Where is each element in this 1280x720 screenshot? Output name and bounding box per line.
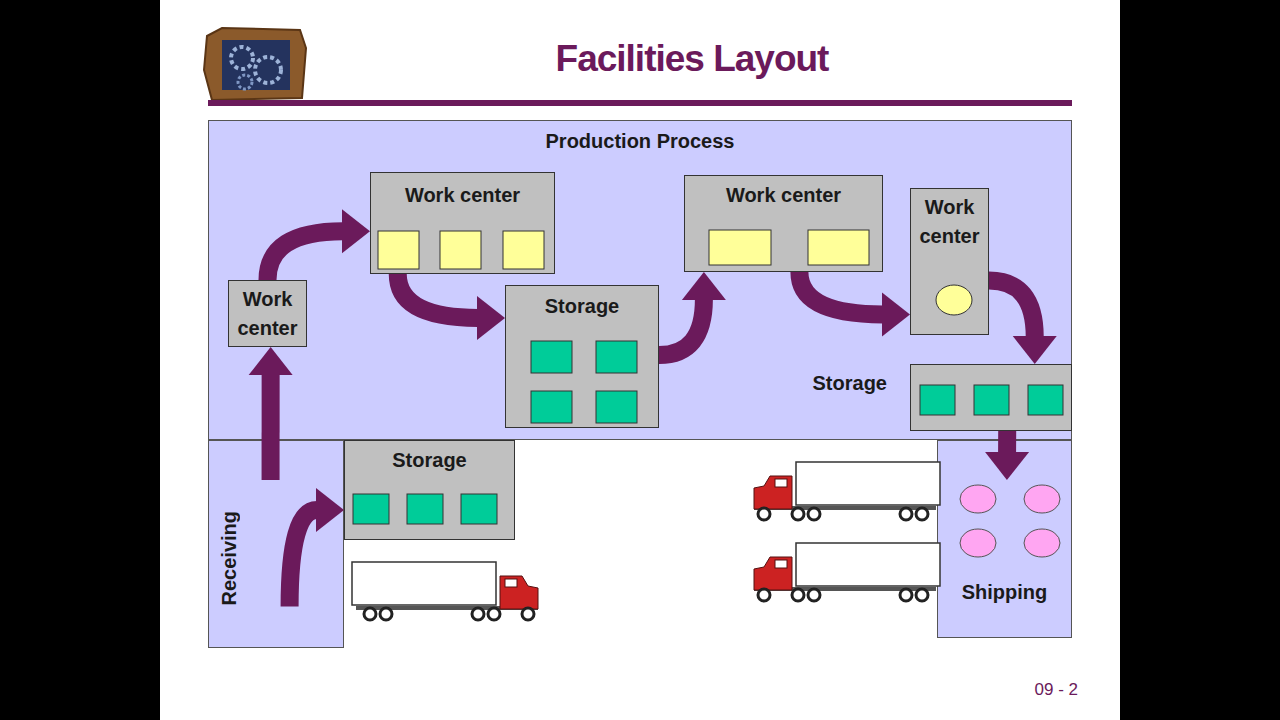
arrow-head: [985, 452, 1029, 480]
logo-panel: [222, 40, 290, 90]
node-label: Receiving: [217, 511, 241, 605]
arrow-head: [1013, 336, 1057, 364]
flow-arrow: [268, 209, 371, 280]
shipping-item: [960, 485, 996, 513]
node-label: Production Process: [209, 129, 1071, 153]
storage-bin: [920, 385, 955, 415]
logo-image: [204, 28, 306, 100]
machine-square: [440, 231, 481, 269]
storage-bin: [531, 341, 572, 373]
arrow-shaft: [659, 299, 704, 355]
storage-bin: [531, 391, 572, 423]
arrow-head: [249, 347, 293, 375]
node-label: Work center: [229, 285, 306, 343]
storage-bin: [596, 391, 637, 423]
shipping-area: Shipping: [937, 440, 1072, 638]
machine-square: [503, 231, 544, 269]
page-number: 09 - 2: [960, 680, 1078, 700]
node-label: Work center: [685, 183, 882, 207]
arrow-shaft: [262, 374, 280, 480]
flow-arrow: [290, 488, 344, 606]
machine-circle: [936, 285, 972, 315]
work-center-box: Work center: [910, 188, 989, 335]
machine-rect: [709, 230, 771, 265]
truck-icon: [352, 562, 538, 620]
storage-box: Storage: [505, 285, 659, 428]
truck-icon: [754, 543, 940, 601]
flow-arrow: [249, 347, 293, 480]
flow-arrow: [398, 274, 505, 340]
storage-bin: [407, 494, 443, 524]
node-label: Work center: [371, 183, 554, 207]
arrow-head: [882, 292, 910, 336]
shipping-item: [960, 529, 996, 557]
arrow-head: [342, 209, 370, 253]
work-center-box: Work center: [228, 280, 307, 347]
receiving-area: Receiving: [208, 440, 344, 648]
logo-gear: [231, 47, 253, 69]
node-label: Storage: [345, 448, 514, 472]
arrow-shaft: [799, 272, 883, 314]
storage-bin: [1028, 385, 1063, 415]
machine-rect: [808, 230, 869, 265]
arrow-shaft: [989, 281, 1035, 337]
logo-gear: [238, 75, 252, 89]
arrow-shaft: [998, 431, 1016, 453]
storage-box: Storage: [344, 440, 515, 540]
work-center-box: Work center: [684, 175, 883, 272]
node-label: Storage: [813, 371, 887, 395]
work-center-box: Work center: [370, 172, 555, 274]
storage-bin: [461, 494, 497, 524]
flow-arrow: [799, 272, 910, 336]
flow-arrow: [989, 281, 1057, 364]
arrow-shaft: [398, 274, 478, 318]
storage-bin: [353, 494, 389, 524]
arrow-shaft: [268, 231, 344, 280]
process-area: Production ProcessWork centerWork center…: [208, 120, 1072, 440]
storage-box: Storage: [910, 364, 1072, 431]
arrow-head: [477, 296, 505, 340]
arrow-shaft: [290, 510, 317, 606]
flow-arrow: [659, 272, 726, 355]
logo-frame: [204, 28, 306, 100]
arrow-head: [682, 272, 726, 300]
title-rule: [208, 100, 1072, 106]
shipping-item: [1024, 529, 1060, 557]
storage-bin: [974, 385, 1009, 415]
node-label: Work center: [911, 193, 988, 251]
arrow-head: [316, 488, 344, 532]
node-label: Storage: [506, 294, 658, 318]
node-label: Shipping: [938, 580, 1071, 604]
machine-square: [378, 231, 419, 269]
shipping-item: [1024, 485, 1060, 513]
slide-title: Facilities Layout: [470, 38, 914, 80]
storage-bin: [596, 341, 637, 373]
truck-icon: [754, 462, 940, 520]
flow-arrow: [985, 431, 1029, 480]
logo-gear: [255, 57, 281, 83]
